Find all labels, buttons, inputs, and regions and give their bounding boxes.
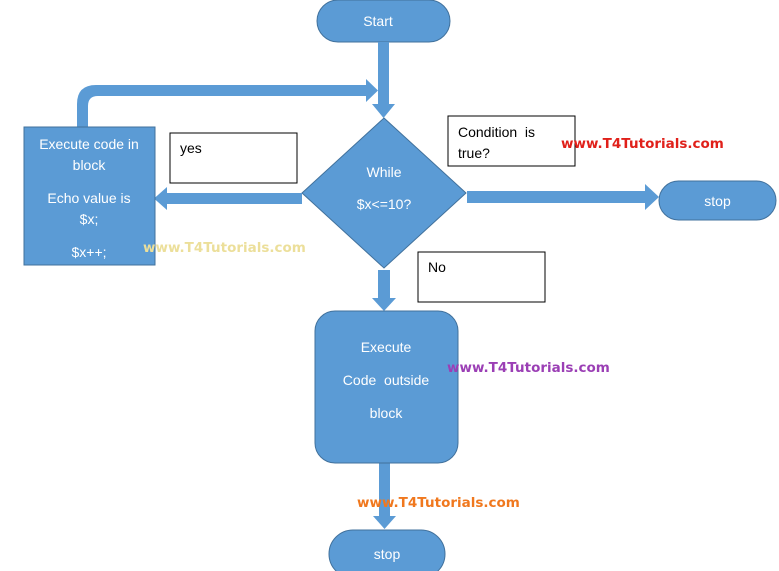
- arrow-decision-to-loop: [154, 187, 302, 210]
- yes-note: yes: [169, 132, 298, 184]
- loop-block-line3: Echo value is: [47, 190, 130, 206]
- watermark-red: www.T4Tutorials.com: [561, 136, 724, 152]
- loop-block-line4: $x;: [80, 211, 99, 227]
- arrow-loop-back: [77, 79, 378, 127]
- no-note: No: [417, 251, 546, 303]
- stop-right-node: stop: [658, 180, 777, 221]
- outside-block-line1: Execute: [361, 339, 412, 355]
- outside-block-line2: Code outside: [343, 372, 430, 388]
- outside-block-line3: block: [370, 405, 404, 421]
- decision-label-line1: While: [366, 164, 401, 180]
- loop-block-line1: Execute code in: [39, 136, 139, 152]
- condition-note-line1: Condition is: [458, 124, 535, 140]
- yes-note-text: yes: [180, 140, 202, 156]
- decision-label-line2: $x<=10?: [357, 196, 412, 212]
- loop-block-line5: $x++;: [71, 244, 106, 260]
- no-note-text: No: [428, 259, 446, 275]
- arrow-decision-to-stop: [467, 184, 659, 210]
- loop-block-node: Execute code in block Echo value is $x; …: [23, 126, 156, 266]
- stop-bottom-node: stop: [328, 529, 446, 571]
- condition-note: Condition is true?: [447, 115, 576, 167]
- watermark-purple: www.T4Tutorials.com: [447, 360, 610, 376]
- arrow-start-to-decision: [372, 42, 395, 118]
- start-node: Start: [316, 0, 451, 43]
- outside-block-node: Execute Code outside block: [314, 310, 459, 464]
- arrow-decision-to-outside: [372, 270, 396, 311]
- decision-node: While $x<=10?: [301, 117, 467, 269]
- watermark-orange: www.T4Tutorials.com: [357, 495, 520, 511]
- stop-bottom-label: stop: [374, 546, 401, 562]
- arrow-outside-to-stop: [373, 463, 396, 529]
- condition-note-line2: true?: [458, 145, 490, 161]
- loop-block-line2: block: [73, 157, 107, 173]
- start-label: Start: [363, 13, 393, 29]
- stop-right-label: stop: [704, 193, 731, 209]
- watermark-yellow: www.T4Tutorials.com: [143, 240, 306, 256]
